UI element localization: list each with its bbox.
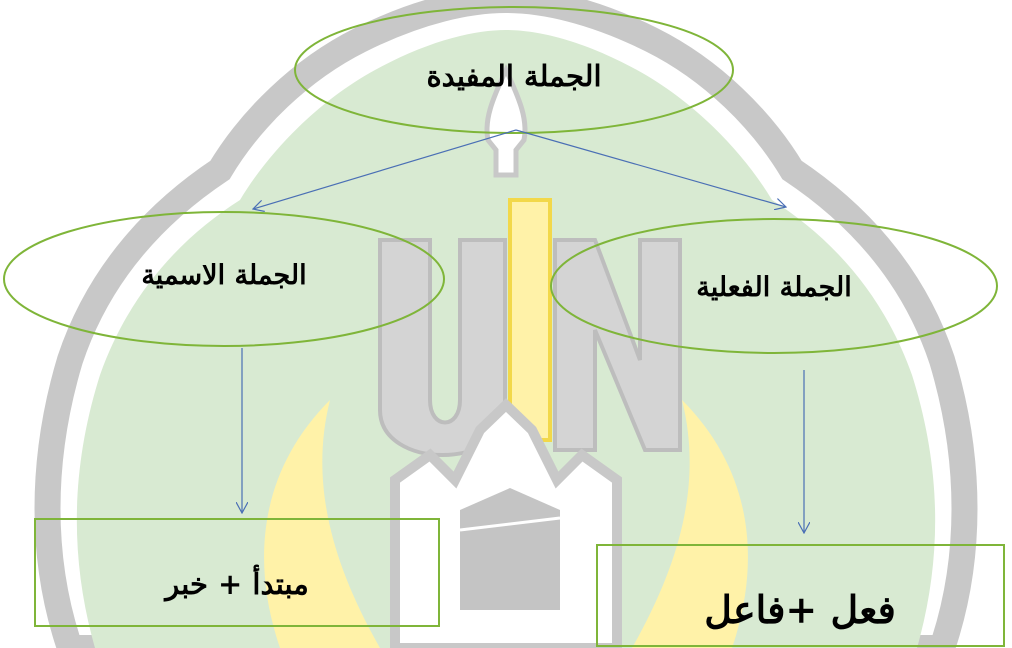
watermark-outer-leaf bbox=[34, 0, 978, 648]
root-label: الجملة المفيدة bbox=[426, 59, 602, 93]
verbal-result-box bbox=[596, 544, 1005, 647]
watermark-right-flame bbox=[632, 400, 748, 648]
arrow-root-to-verbal bbox=[515, 129, 786, 207]
nominal-sentence-ellipse bbox=[3, 211, 445, 347]
root-ellipse bbox=[294, 6, 734, 134]
nominal-sentence-label: الجملة الاسمية bbox=[141, 260, 307, 291]
watermark-letter-i bbox=[508, 198, 552, 442]
watermark-left-flame bbox=[264, 400, 380, 648]
nominal-result-label: مبتدأ + خبر bbox=[165, 567, 309, 601]
watermark-spire bbox=[484, 64, 528, 178]
arrow-root-to-nominal bbox=[253, 129, 517, 209]
verbal-sentence-ellipse bbox=[550, 218, 998, 354]
nominal-result-box bbox=[34, 518, 440, 627]
verbal-sentence-label: الجملة الفعلية bbox=[696, 272, 852, 303]
verbal-result-label: فعل +فاعل bbox=[704, 587, 896, 632]
watermark-kaaba bbox=[460, 488, 560, 610]
